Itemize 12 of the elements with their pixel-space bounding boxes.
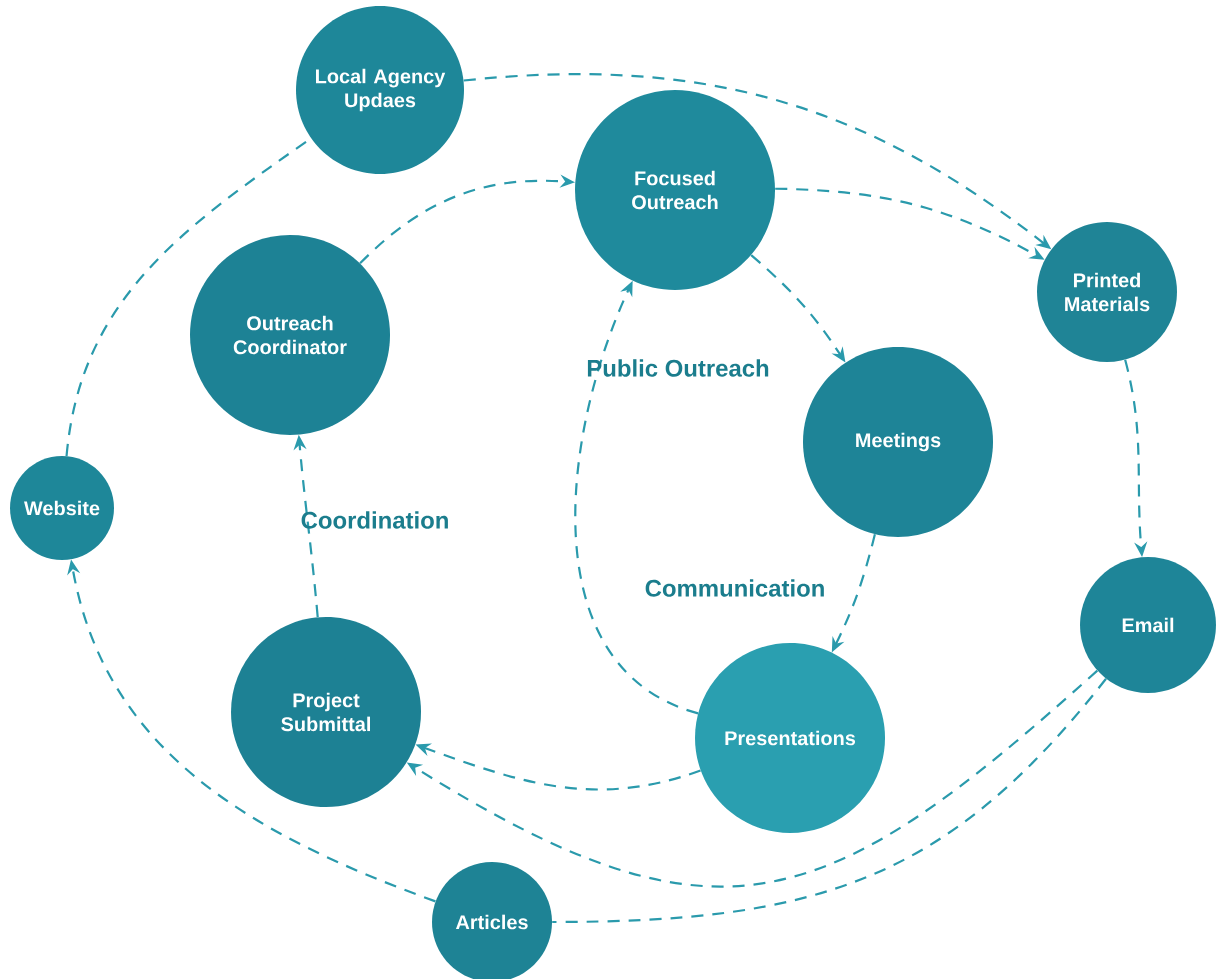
circle-node: Website [10, 456, 114, 560]
circle-node: Focused Outreach [575, 90, 775, 290]
section-label: Public Outreach [587, 359, 769, 377]
section-label: Coordination [301, 511, 448, 529]
circle-node: Email [1080, 557, 1216, 693]
circle-node: Presentations [695, 643, 885, 833]
circle-node: Meetings [803, 347, 993, 537]
circle-node: Local Agency Updaes [296, 6, 464, 174]
circle-node: Printed Materials [1037, 222, 1177, 362]
section-label: Communication [645, 579, 824, 597]
circle-node: Outreach Coordinator [190, 235, 390, 435]
circle-node: Project Submittal [231, 617, 421, 807]
